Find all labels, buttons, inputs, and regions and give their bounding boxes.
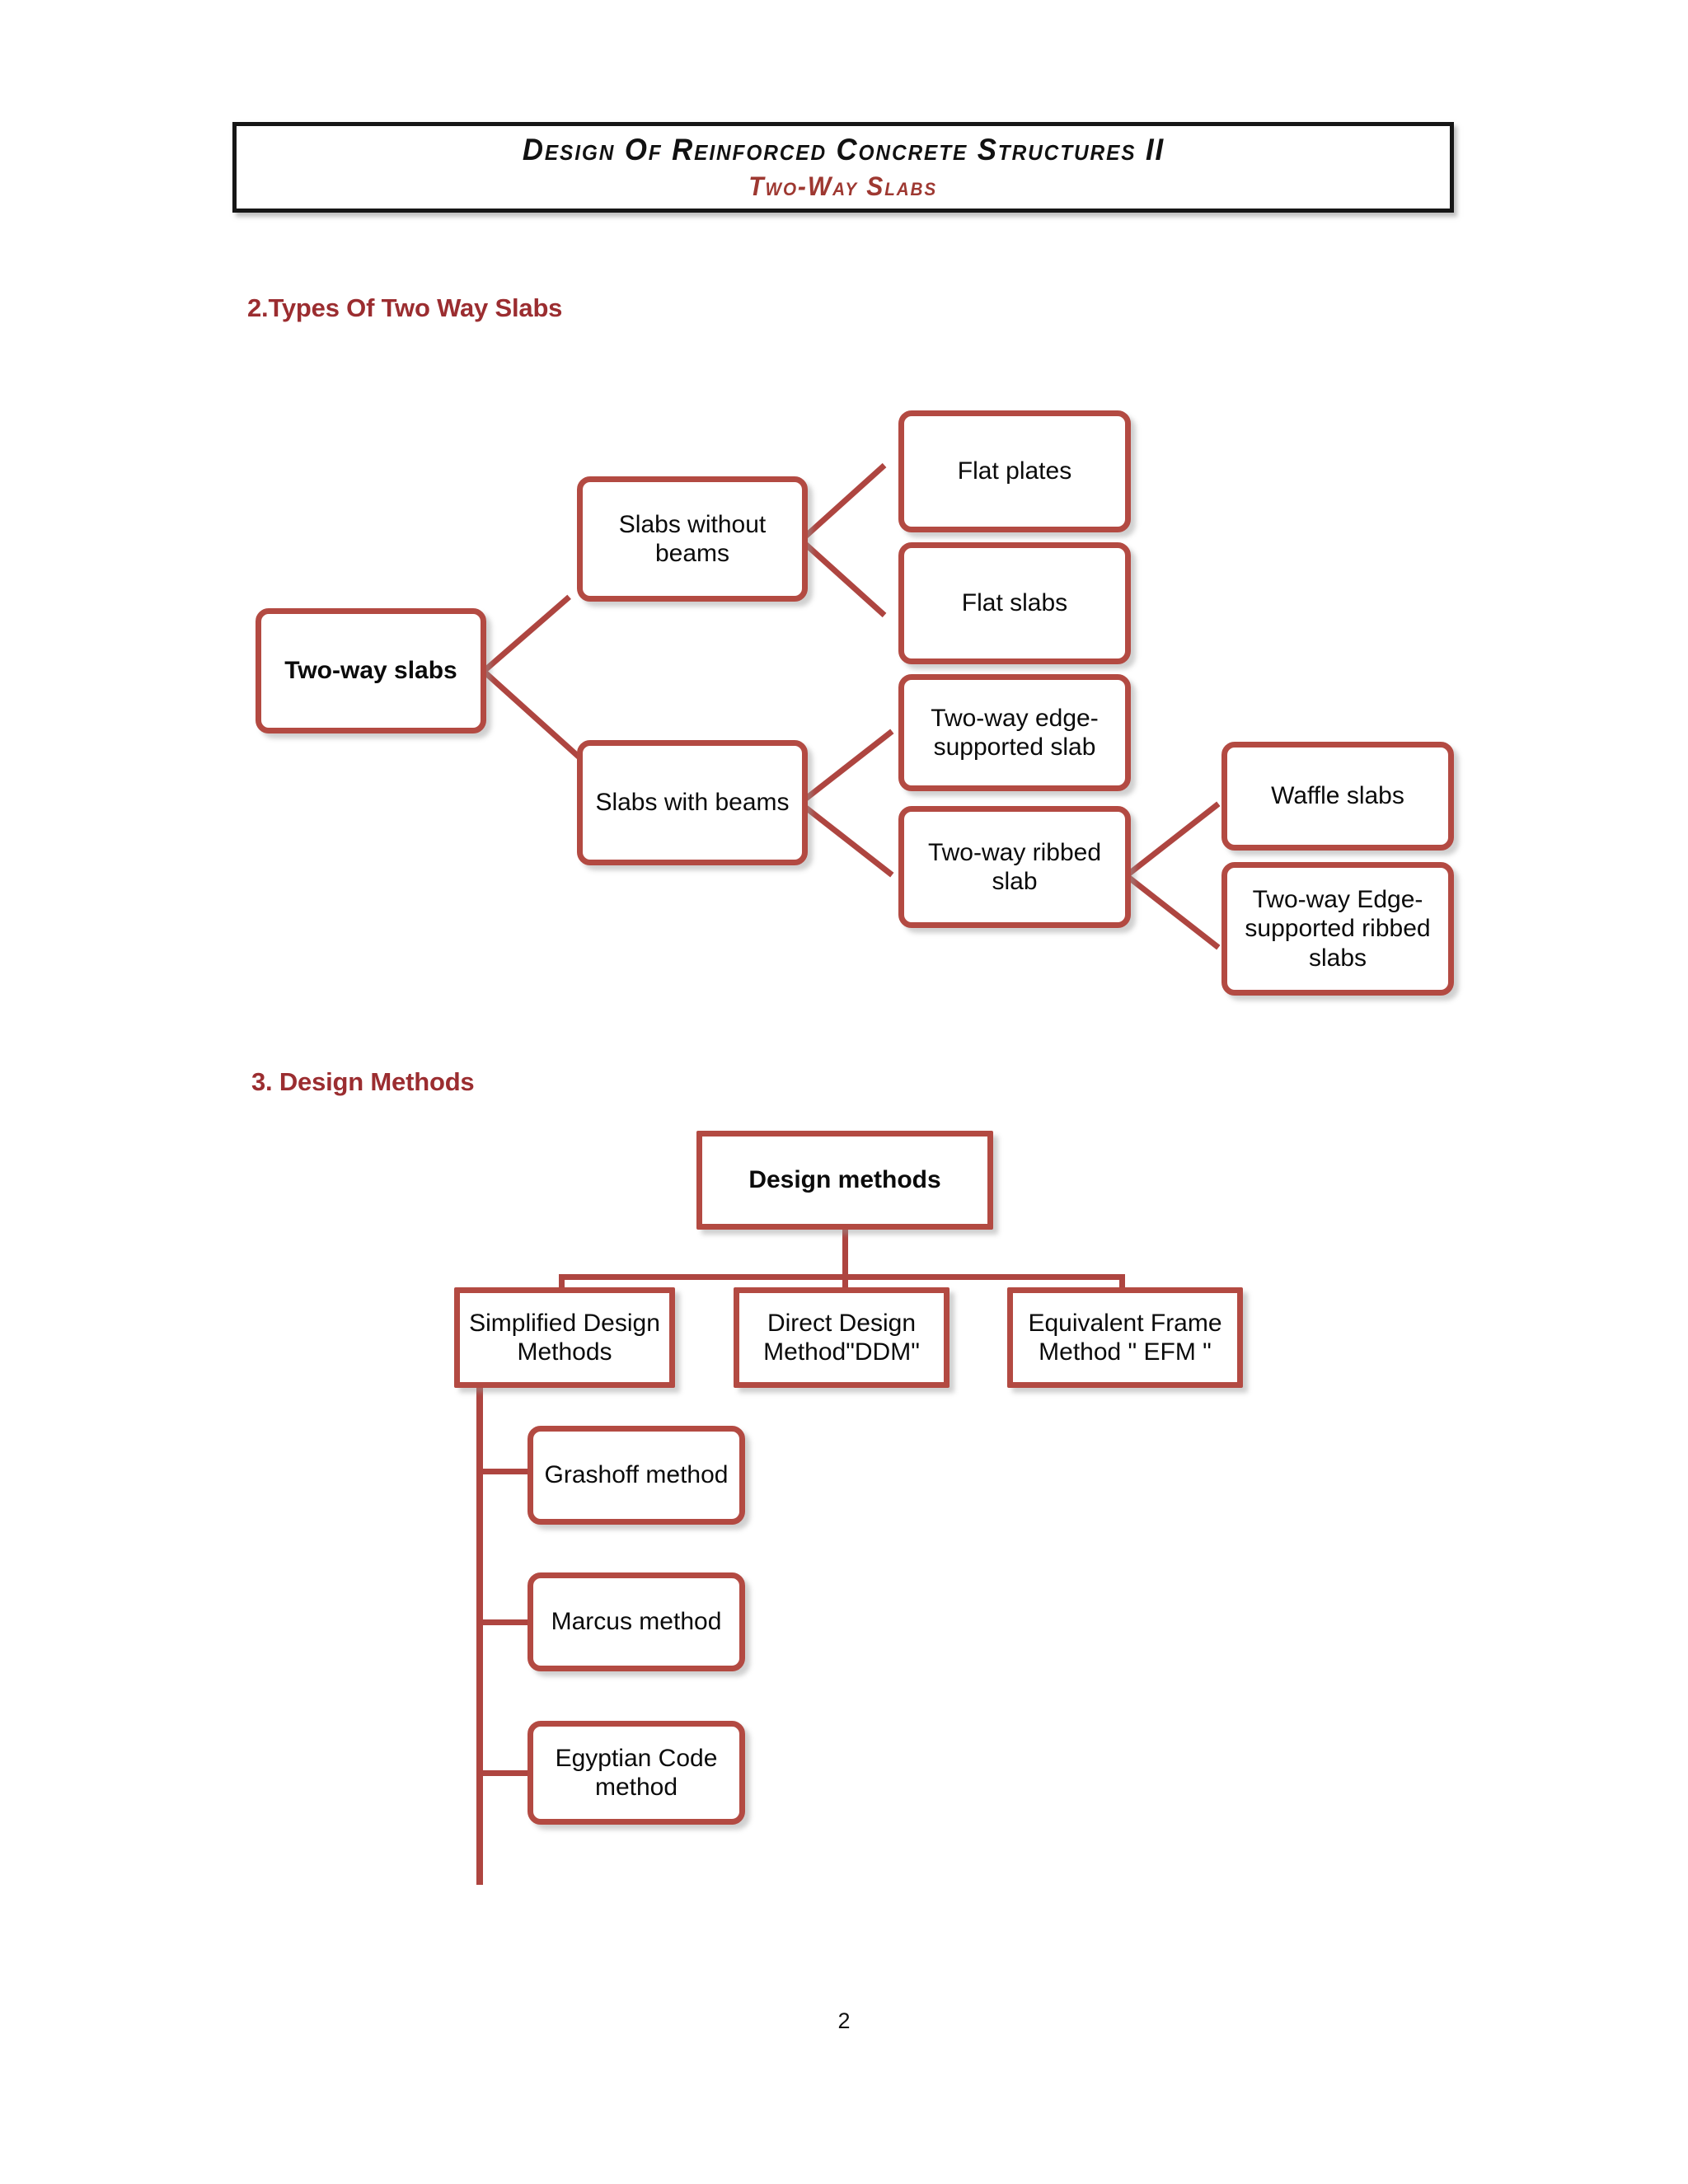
connector-stub-egyptian xyxy=(476,1770,534,1776)
node-slabs-without-beams[interactable]: Slabs without beams xyxy=(577,476,808,602)
edge-ribbed-to-waffle xyxy=(1125,801,1221,878)
node-waffle-slabs[interactable]: Waffle slabs xyxy=(1221,742,1454,851)
page-number: 2 xyxy=(837,2008,851,2033)
edge-root-to-without-beams xyxy=(482,594,571,673)
node-marcus-method[interactable]: Marcus method xyxy=(528,1572,745,1671)
connector-stub-grashoff xyxy=(476,1469,534,1474)
node-two-way-edge-supported-ribbed-slabs[interactable]: Two-way Edge-supported ribbed slabs xyxy=(1221,862,1454,996)
edge-without-beams-to-flat-slabs xyxy=(799,537,887,618)
node-equivalent-frame-method-efm[interactable]: Equivalent Frame Method " EFM " xyxy=(1007,1287,1243,1388)
edge-without-beams-to-flat-plates xyxy=(799,462,887,543)
node-design-methods[interactable]: Design methods xyxy=(696,1131,993,1230)
header-banner: Design Of Reinforced Concrete Structures… xyxy=(232,122,1454,213)
edge-ribbed-to-edge-supported-ribbed xyxy=(1125,874,1221,950)
connector-root-stem xyxy=(842,1228,848,1280)
node-two-way-ribbed-slab[interactable]: Two-way ribbed slab xyxy=(898,806,1131,928)
node-two-way-edge-supported-slab[interactable]: Two-way edge-supported slab xyxy=(898,674,1131,791)
node-slabs-with-beams[interactable]: Slabs with beams xyxy=(577,740,808,865)
course-subtitle: Two-Way Slabs xyxy=(748,171,938,201)
section-heading-design-methods: 3. Design Methods xyxy=(251,1067,475,1096)
node-flat-slabs[interactable]: Flat slabs xyxy=(898,542,1131,664)
edge-with-beams-to-edge-supported xyxy=(799,729,894,805)
connector-horizontal-bus xyxy=(559,1274,1125,1280)
connector-simplified-trunk xyxy=(476,1385,483,1885)
node-direct-design-method-ddm[interactable]: Direct Design Method"DDM" xyxy=(734,1287,950,1388)
node-grashoff-method[interactable]: Grashoff method xyxy=(528,1426,745,1525)
node-egyptian-code-method[interactable]: Egyptian Code method xyxy=(528,1721,745,1825)
node-simplified-design-methods[interactable]: Simplified Design Methods xyxy=(454,1287,675,1388)
course-title: Design Of Reinforced Concrete Structures… xyxy=(522,133,1165,167)
node-two-way-slabs[interactable]: Two-way slabs xyxy=(256,608,486,733)
section-heading-types-of-two-way-slabs: 2.Types Of Two Way Slabs xyxy=(247,293,563,322)
connector-stub-marcus xyxy=(476,1619,534,1625)
edge-with-beams-to-ribbed xyxy=(799,801,894,878)
node-flat-plates[interactable]: Flat plates xyxy=(898,410,1131,532)
